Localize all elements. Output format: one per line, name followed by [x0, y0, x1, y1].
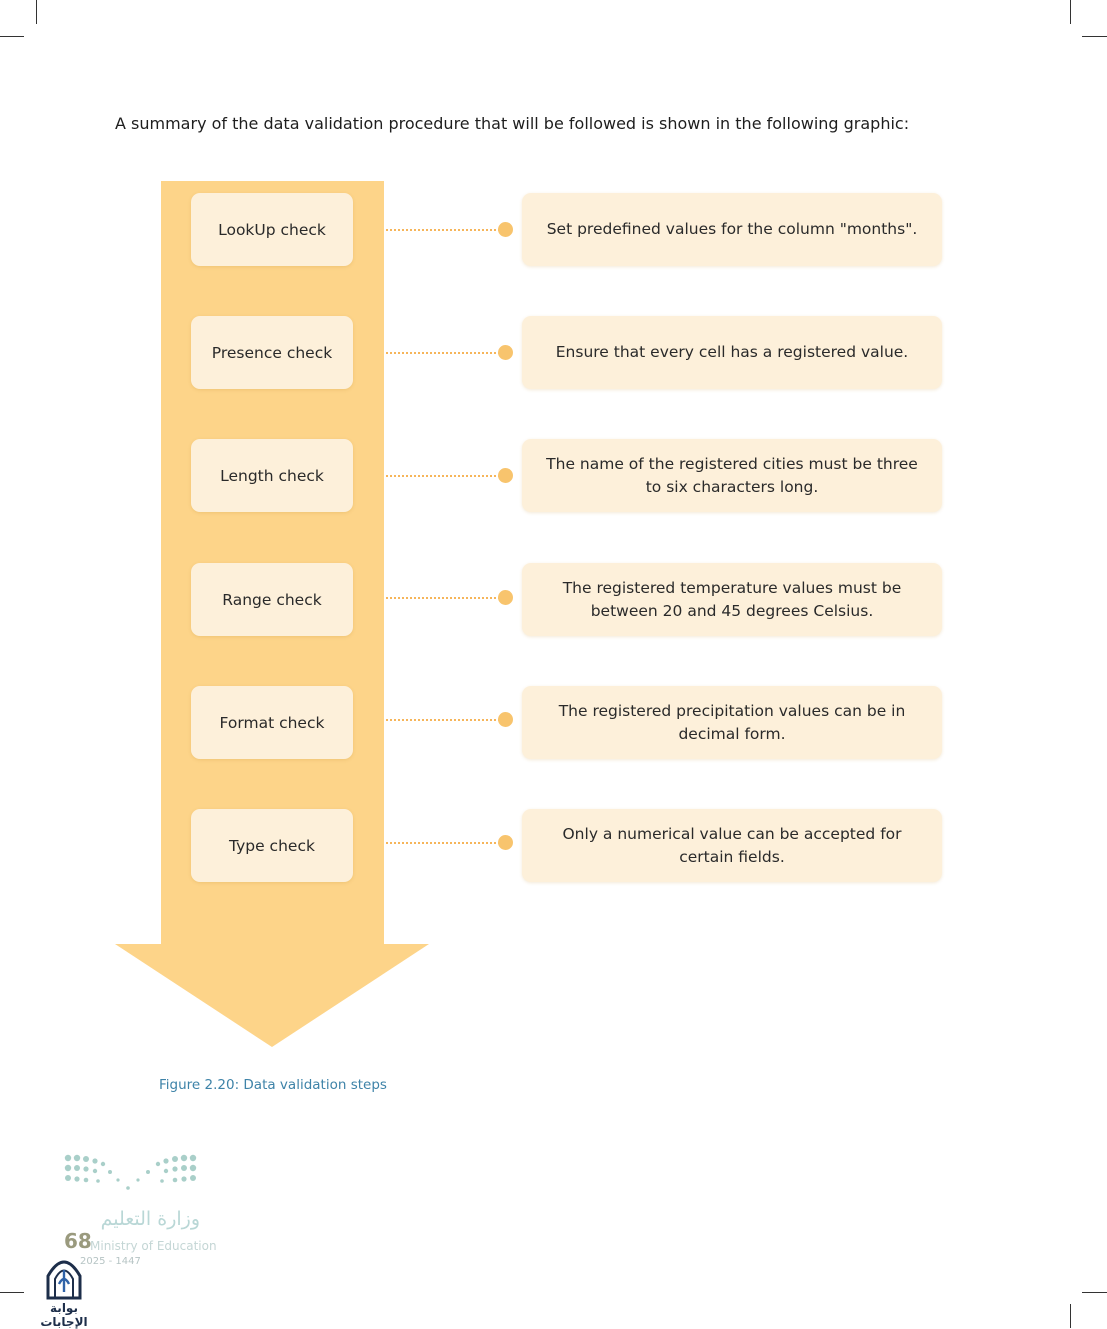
step-description: The registered precipitation values can …	[522, 686, 942, 759]
answers-gate-label: بوابة الإجابات	[40, 1301, 88, 1329]
crop-mark	[1070, 1304, 1071, 1328]
step-format-check: Format check	[191, 686, 353, 759]
arrow-head	[115, 944, 429, 1047]
step-description: Set predefined values for the column "mo…	[522, 193, 942, 266]
step-length-check: Length check	[191, 439, 353, 512]
crop-mark	[1070, 0, 1071, 24]
crop-mark	[1082, 36, 1107, 37]
connector-dot	[498, 590, 513, 605]
page-number: 68	[64, 1229, 92, 1253]
crop-mark	[0, 36, 24, 37]
step-description: The registered temperature values must b…	[522, 563, 942, 636]
connector-line	[386, 719, 500, 721]
step-description: Ensure that every cell has a registered …	[522, 316, 942, 389]
answers-gate-logo-icon	[46, 1260, 82, 1300]
ministry-name-arabic: وزارة التعليم	[100, 1208, 200, 1230]
connector-dot	[498, 835, 513, 850]
ministry-name-english: Ministry of Education	[90, 1239, 217, 1253]
edition-year: 2025 - 1447	[80, 1256, 141, 1267]
connector-line	[386, 597, 500, 599]
step-description: The name of the registered cities must b…	[522, 439, 942, 512]
step-presence-check: Presence check	[191, 316, 353, 389]
crop-mark	[1082, 1292, 1107, 1293]
intro-paragraph: A summary of the data validation procedu…	[115, 114, 910, 133]
step-range-check: Range check	[191, 563, 353, 636]
connector-line	[386, 842, 500, 844]
step-lookup-check: LookUp check	[191, 193, 353, 266]
crop-mark	[36, 0, 37, 24]
connector-dot	[498, 712, 513, 727]
step-type-check: Type check	[191, 809, 353, 882]
connector-dot	[498, 345, 513, 360]
connector-line	[386, 229, 500, 231]
step-description: Only a numerical value can be accepted f…	[522, 809, 942, 882]
ministry-logo-icon	[64, 1154, 197, 1190]
connector-line	[386, 475, 500, 477]
figure-caption: Figure 2.20: Data validation steps	[159, 1077, 387, 1093]
connector-line	[386, 352, 500, 354]
connector-dot	[498, 468, 513, 483]
crop-mark	[0, 1292, 24, 1293]
connector-dot	[498, 222, 513, 237]
